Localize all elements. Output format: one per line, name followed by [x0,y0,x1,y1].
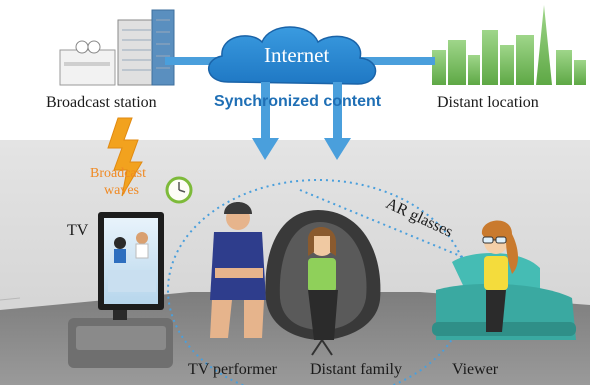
sync-arrow-right-head [324,138,351,160]
tv-label: TV [67,222,89,239]
broadcast-waves-label-line2: waves [104,183,139,198]
room-corner-left [0,297,21,301]
synchronized-content-label: Synchronized content [214,93,382,110]
building-icon [59,9,175,86]
person-icon [307,227,338,340]
distant-location-label: Distant location [437,94,539,111]
sync-arrows [252,82,351,160]
sync-arrow-left-shaft [261,82,270,140]
broadcast-station-label: Broadcast station [46,94,157,111]
cloud-icon [207,26,377,85]
city-skyline-icon [432,5,586,85]
person-icon [481,220,518,332]
broadcast-waves-label-line1: Broadcast [90,166,146,181]
distant-family-label: Distant family [310,361,402,378]
sync-arrow-left-head [252,138,279,160]
internet-label: Internet [264,43,330,67]
ar-glasses-icon [482,236,507,244]
ar-link-line [299,189,476,263]
clock-icon [165,176,193,204]
lightning-icon [107,117,143,197]
tv-icon [68,212,173,368]
sync-arrow-right-shaft [333,82,342,140]
viewer-label: Viewer [452,361,499,378]
person-icon [210,202,266,338]
tv-performer-label: TV performer [188,361,277,378]
